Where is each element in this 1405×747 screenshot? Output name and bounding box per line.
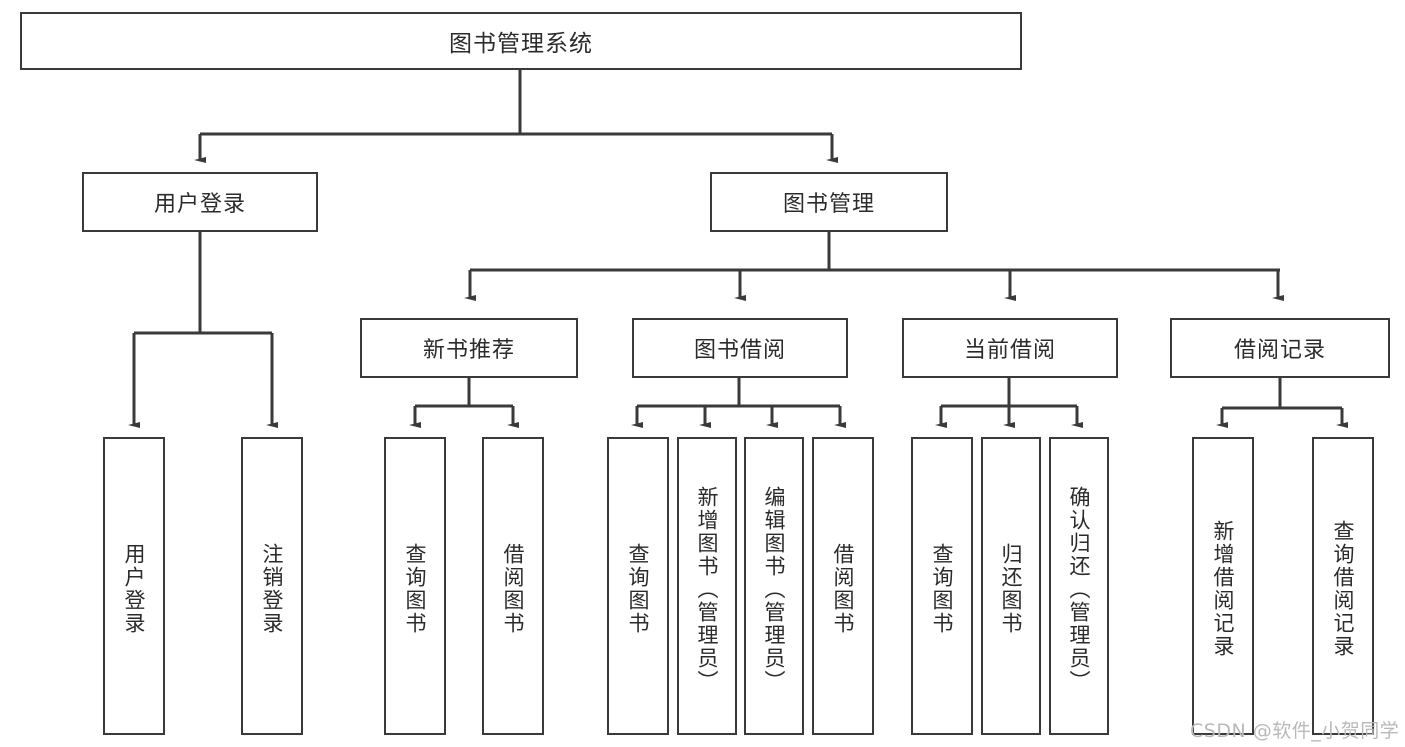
node-leaf-add-record[interactable]: 新增借阅记录 [1192,437,1254,735]
node-root[interactable]: 图书管理系统 [20,12,1022,70]
node-leaf-query-book-2[interactable]: 查询图书 [607,437,669,735]
node-new-book-recommend[interactable]: 新书推荐 [360,318,578,378]
node-book-management-label: 图书管理 [782,192,875,217]
node-leaf-add-book[interactable]: 新增图书（管理员） [677,437,737,735]
node-leaf-query-record-label: 查询借阅记录 [1331,520,1356,658]
node-leaf-borrow-book-2[interactable]: 借阅图书 [812,437,874,735]
node-leaf-add-record-label: 新增借阅记录 [1211,520,1236,658]
node-leaf-return-book[interactable]: 归还图书 [981,437,1041,735]
watermark-text: CSDN @软件_小贺同学 [1190,720,1400,742]
node-leaf-edit-book-label: 编辑图书（管理员） [762,485,787,693]
node-leaf-query-book-3[interactable]: 查询图书 [911,437,973,735]
node-leaf-user-login-label: 用户登录 [122,543,147,635]
node-leaf-return-book-label: 归还图书 [999,543,1024,635]
node-book-borrow-label: 图书借阅 [693,338,786,363]
node-leaf-add-book-label: 新增图书（管理员） [695,485,720,693]
node-current-borrow[interactable]: 当前借阅 [902,318,1118,378]
node-borrow-record-label: 借阅记录 [1233,338,1326,363]
node-new-book-recommend-label: 新书推荐 [422,338,515,363]
node-leaf-edit-book[interactable]: 编辑图书（管理员） [744,437,804,735]
node-leaf-borrow-book-2-label: 借阅图书 [831,543,856,635]
node-leaf-confirm-return-label: 确认归还（管理员） [1067,485,1092,693]
node-root-label: 图书管理系统 [449,31,593,57]
node-user-login-label: 用户登录 [153,192,246,217]
node-leaf-query-book-2-label: 查询图书 [626,543,651,635]
node-leaf-borrow-book-1-label: 借阅图书 [501,543,526,635]
node-leaf-query-book-1-label: 查询图书 [403,543,428,635]
node-leaf-query-book-3-label: 查询图书 [930,543,955,635]
node-borrow-record[interactable]: 借阅记录 [1170,318,1390,378]
node-book-management[interactable]: 图书管理 [710,172,948,232]
node-leaf-borrow-book-1[interactable]: 借阅图书 [482,437,544,735]
node-leaf-logout-login-label: 注销登录 [260,543,285,635]
node-book-borrow[interactable]: 图书借阅 [632,318,848,378]
node-current-borrow-label: 当前借阅 [963,338,1056,363]
node-leaf-confirm-return[interactable]: 确认归还（管理员） [1049,437,1109,735]
node-user-login[interactable]: 用户登录 [82,172,318,232]
node-leaf-query-record[interactable]: 查询借阅记录 [1312,437,1374,735]
node-leaf-logout-login[interactable]: 注销登录 [241,437,303,735]
node-leaf-query-book-1[interactable]: 查询图书 [384,437,446,735]
node-leaf-user-login[interactable]: 用户登录 [103,437,165,735]
